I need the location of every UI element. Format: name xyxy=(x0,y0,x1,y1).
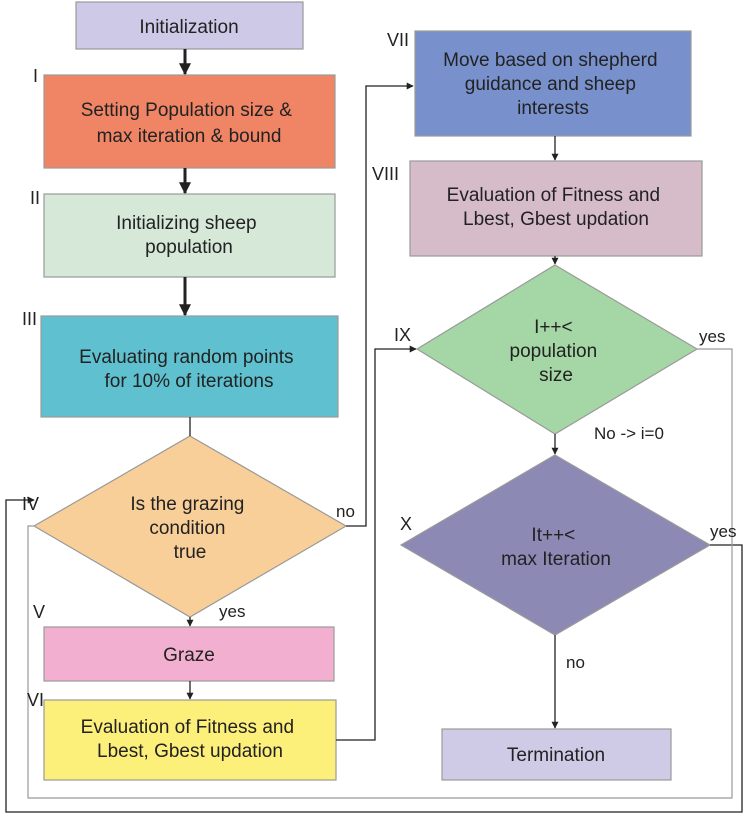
grazing-no-label: no xyxy=(336,502,355,521)
step-3-label: Evaluating random points for 10% of iter… xyxy=(79,347,299,392)
step-2-label: Initializing sheep population xyxy=(116,213,262,258)
step-7-label: Move based on shepherd guidance and shee… xyxy=(443,50,663,119)
step-8-numeral: VIII xyxy=(372,164,399,184)
step-6-numeral: VI xyxy=(27,690,44,710)
step-8-label: Evaluation of Fitness and Lbest, Gbest u… xyxy=(447,185,666,230)
step-7-node xyxy=(414,30,692,137)
step-2-numeral: II xyxy=(30,188,40,208)
initialization-node xyxy=(75,1,304,50)
step-4-numeral: IV xyxy=(22,494,39,514)
step-2-node xyxy=(43,193,336,278)
step-1-box xyxy=(43,74,336,169)
step-5-node xyxy=(43,626,335,682)
step-5-box xyxy=(43,626,335,682)
step-6-box xyxy=(43,699,337,781)
step-7-numeral: VII xyxy=(387,30,409,50)
loop-step-9-yes-outline xyxy=(27,348,733,799)
population-no-label: No -> i=0 xyxy=(594,424,664,443)
step-6-label: Evaluation of Fitness and Lbest, Gbest u… xyxy=(81,717,300,762)
termination-node xyxy=(441,728,672,781)
step-10-numeral: X xyxy=(400,514,412,534)
step-3-box xyxy=(40,315,339,418)
step-3-node xyxy=(40,315,339,418)
initialization-label: Initialization xyxy=(139,17,238,38)
iteration-yes-label: yes xyxy=(710,522,736,541)
step-6-node xyxy=(43,699,337,781)
step-7-box xyxy=(414,30,692,137)
step-8-box xyxy=(409,160,703,257)
step-9-numeral: IX xyxy=(394,325,411,345)
initialization-box xyxy=(75,1,304,50)
step-1-node xyxy=(43,74,336,169)
step-4-label: Is the grazing condition true xyxy=(130,494,249,563)
termination-label: Termination xyxy=(507,745,605,766)
arrow-step-10-yes-loop-to-step-4 xyxy=(5,496,743,813)
step-3-numeral: III xyxy=(22,309,37,329)
iteration-no-label: no xyxy=(566,653,585,672)
step-5-numeral: V xyxy=(33,602,45,622)
step-10-label: It++< max Iteration xyxy=(501,525,611,570)
step-9-label: I++< population size xyxy=(510,317,603,386)
step-2-box xyxy=(43,193,336,278)
step-8-node xyxy=(409,160,703,257)
population-yes-label: yes xyxy=(699,327,725,346)
grazing-yes-label: yes xyxy=(219,602,245,621)
step-1-numeral: I xyxy=(33,66,38,86)
termination-box xyxy=(441,728,672,781)
arrow-step-6-to-step-9 xyxy=(336,345,417,741)
step-1-label: Setting Population size & max iteration … xyxy=(81,100,298,147)
arrow-step-4-no-to-step-7 xyxy=(346,82,414,527)
connectors xyxy=(5,49,743,813)
step-5-label: Graze xyxy=(163,645,215,666)
